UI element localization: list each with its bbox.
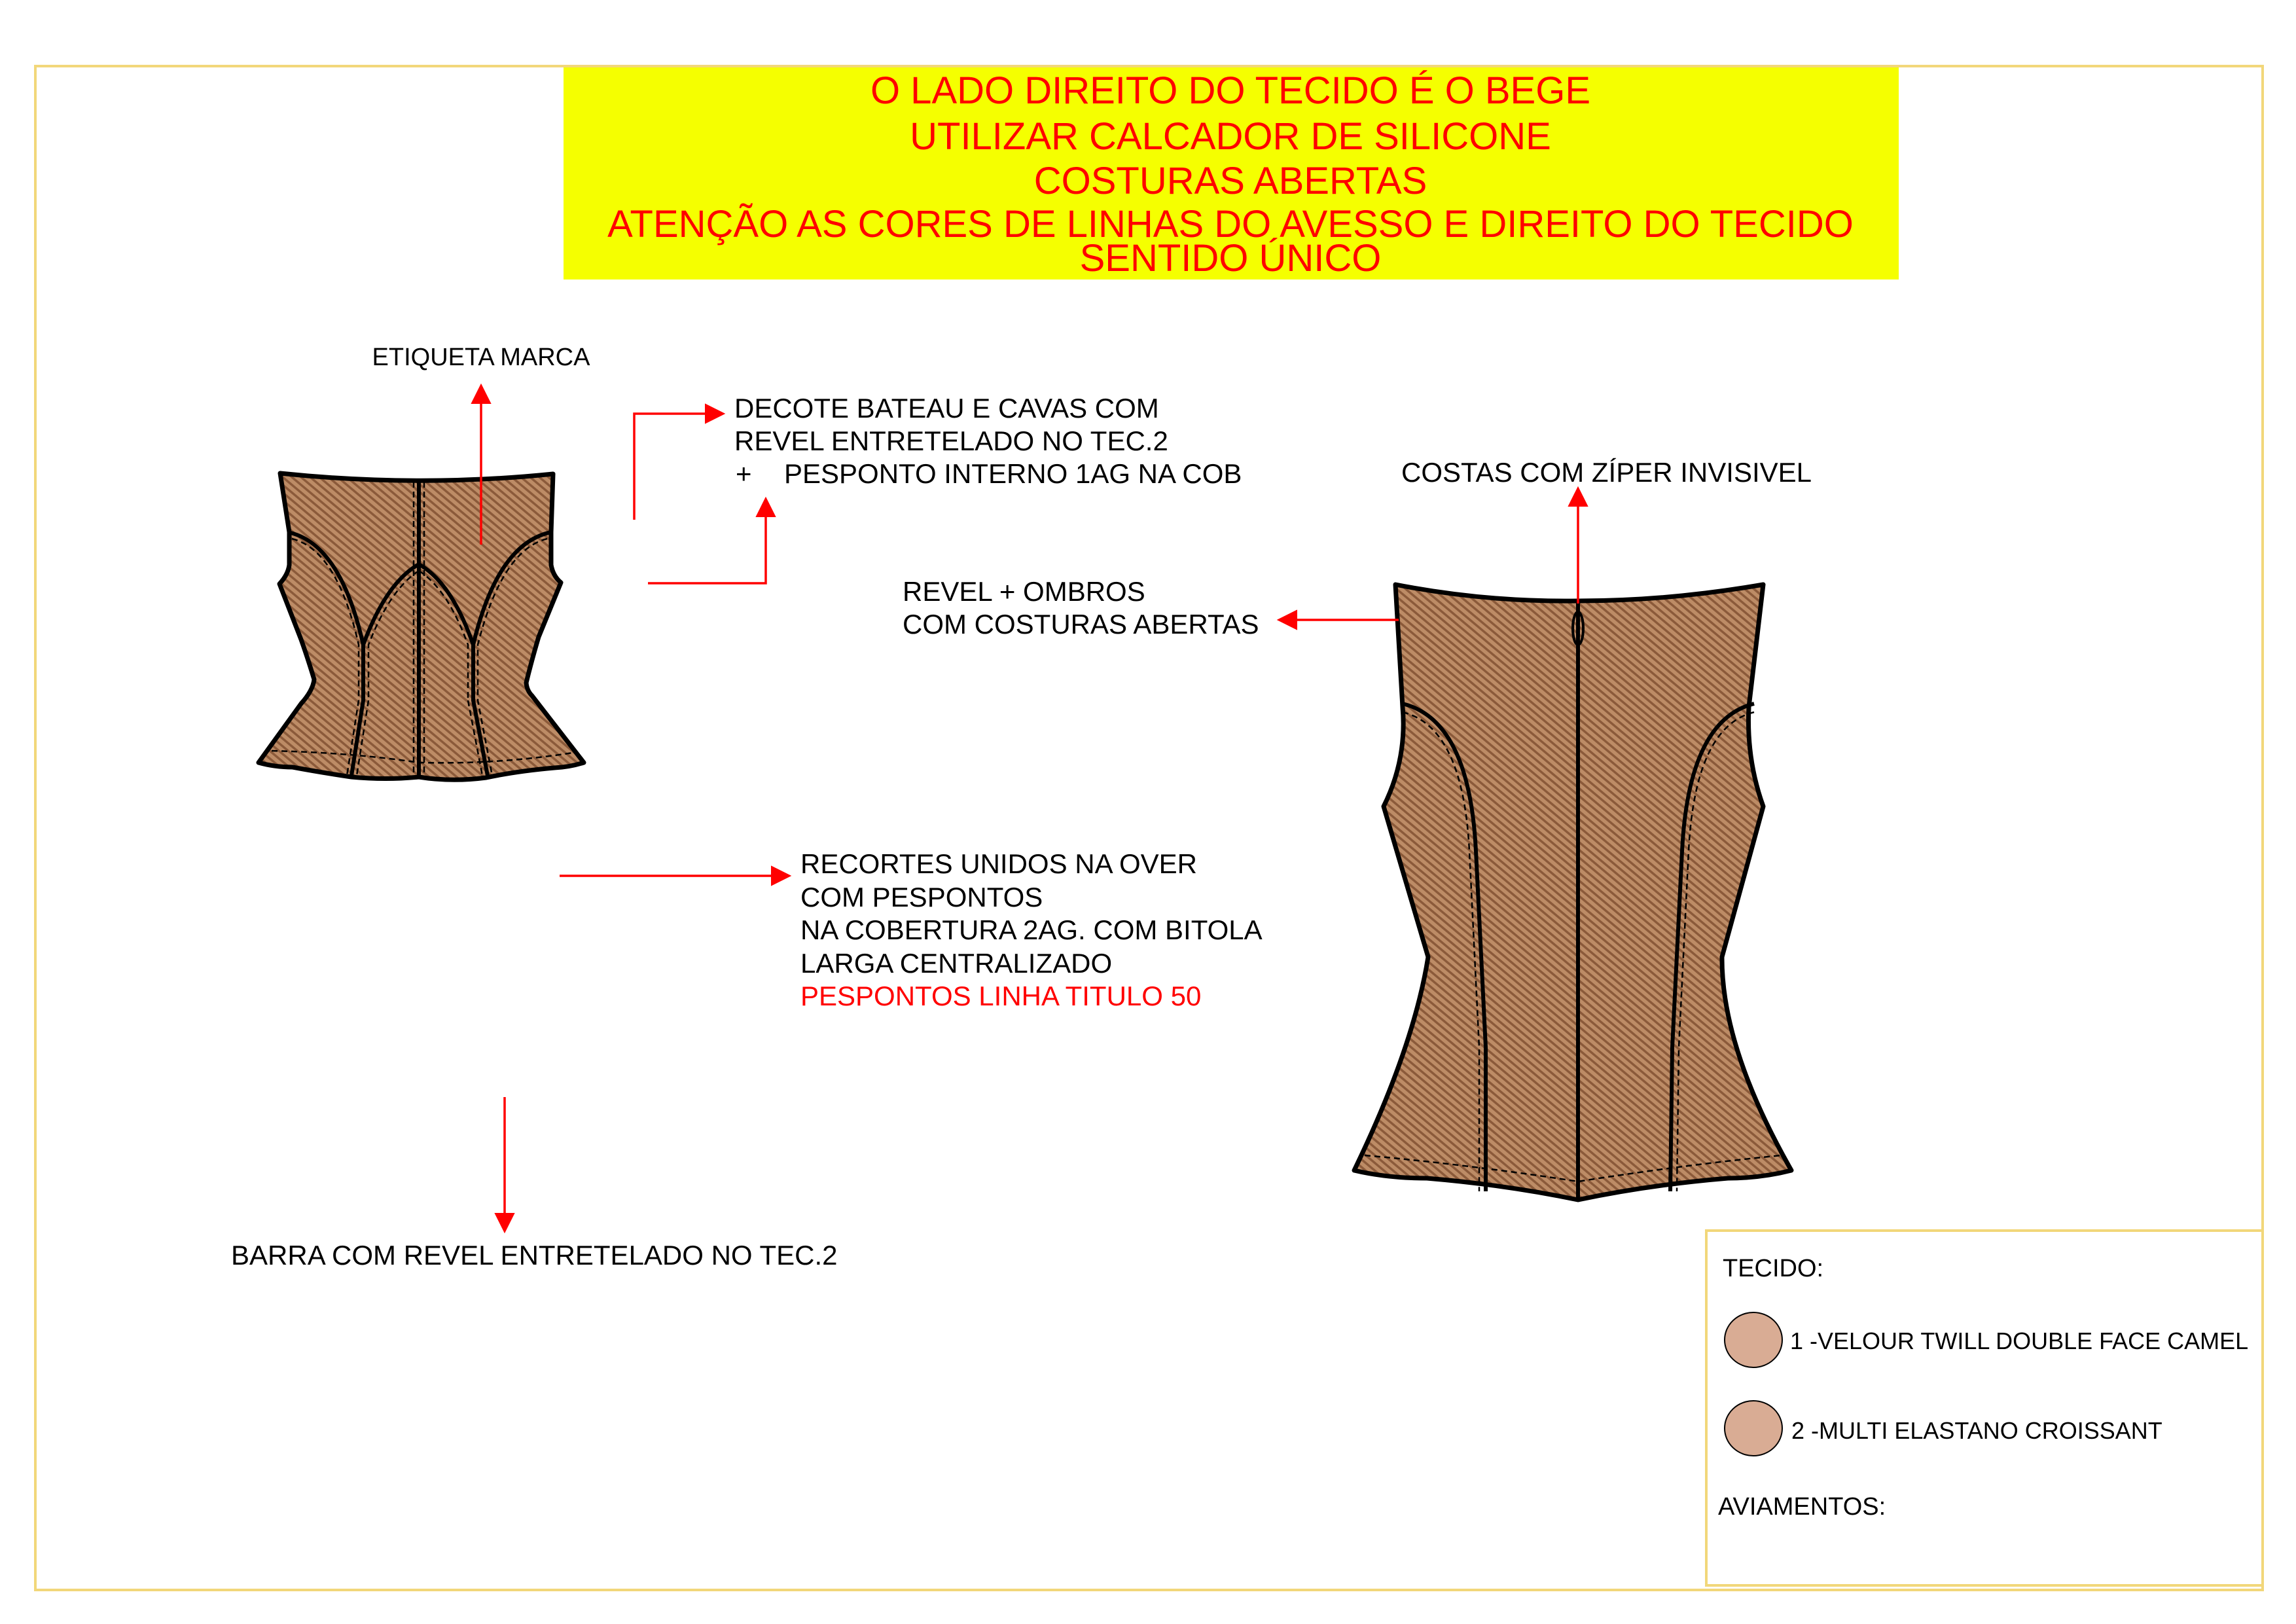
arrow-decote: [633, 403, 726, 520]
header-line-4: ATENÇÃO AS CORES DE LINHAS DO AVESSO E D…: [607, 203, 1854, 245]
fabric-2-swatch: [1724, 1400, 1783, 1456]
header-line-3: COSTURAS ABERTAS: [1034, 160, 1427, 202]
center-front-topstitch: [412, 482, 425, 777]
front-garment-outline: [256, 471, 586, 782]
label-recortes-4: LARGA CENTRALIZADO: [800, 948, 1112, 979]
fabric-1-label: 1 -VELOUR TWILL DOUBLE FACE CAMEL: [1790, 1327, 2248, 1354]
label-etiqueta-marca: ETIQUETA MARCA: [372, 344, 591, 371]
header-background: [564, 67, 1899, 280]
back-right-seam: [1668, 702, 1755, 1192]
label-recortes-3: NA COBERTURA 2AG. COM BITOLA: [800, 914, 1263, 945]
back-seam-topstitch: [1402, 711, 1755, 1192]
legend-aviamentos-label: AVIAMENTOS:: [1718, 1493, 1886, 1521]
header-notes: O LADO DIREITO DO TECIDO É O BEGE UTILIZ…: [564, 67, 1899, 280]
annotation-arrows: [471, 383, 1588, 1234]
legend-tecido-label: TECIDO:: [1723, 1255, 1823, 1282]
fabric-2-label: 2 -MULTI ELASTANO CROISSANT: [1791, 1417, 2162, 1444]
left-princess-seam: [287, 530, 365, 776]
zipper-pull: [1571, 611, 1585, 646]
back-garment-outline: [1352, 582, 1794, 1202]
header-line-5: SENTIDO ÚNICO: [1080, 237, 1382, 280]
label-costas: COSTAS COM ZÍPER INVISIVEL: [1401, 457, 1812, 488]
header-line-2: UTILIZAR CALCADOR DE SILICONE: [910, 115, 1551, 158]
back-left-seam: [1402, 702, 1488, 1191]
back-garment-drawing: [1352, 582, 1794, 1202]
label-pespontos-linha: PESPONTOS LINHA TITULO 50: [800, 981, 1201, 1011]
right-princess-seam: [471, 530, 552, 776]
front-hem-topstitch: [271, 749, 573, 764]
label-recortes-2: COM PESPONTOS: [800, 882, 1043, 912]
label-revel-1: REVEL + OMBROS: [903, 576, 1145, 607]
header-line-1: O LADO DIREITO DO TECIDO É O BEGE: [870, 69, 1590, 112]
fabric-legend: TECIDO: 1 -VELOUR TWILL DOUBLE FACE CAME…: [1705, 1229, 2264, 1587]
label-decote-2: REVEL ENTRETELADO NO TEC.2: [734, 425, 1168, 456]
left-arch-seam: [361, 562, 420, 646]
fabric-1-swatch: [1724, 1312, 1783, 1368]
label-barra: BARRA COM REVEL ENTRETELADO NO TEC.2: [231, 1240, 838, 1271]
front-garment-drawing: [256, 471, 586, 782]
label-decote-1: DECOTE BATEAU E CAVAS COM: [734, 393, 1159, 424]
right-arch-seam: [418, 562, 475, 645]
label-decote-3: PESPONTO INTERNO 1AG NA COB: [784, 458, 1242, 489]
back-hem-topstitch: [1364, 1154, 1782, 1183]
left-seam-topstitch: [291, 537, 420, 776]
label-revel-2: COM COSTURAS ABERTAS: [903, 609, 1259, 640]
label-decote-plus: +: [736, 458, 752, 489]
label-recortes-1: RECORTES UNIDOS NA OVER: [800, 848, 1197, 879]
right-seam-topstitch: [418, 537, 548, 776]
arrow-pesponto-interno: [648, 496, 776, 585]
page-frame: [34, 65, 2264, 1591]
legend-box: [1705, 1229, 2264, 1587]
